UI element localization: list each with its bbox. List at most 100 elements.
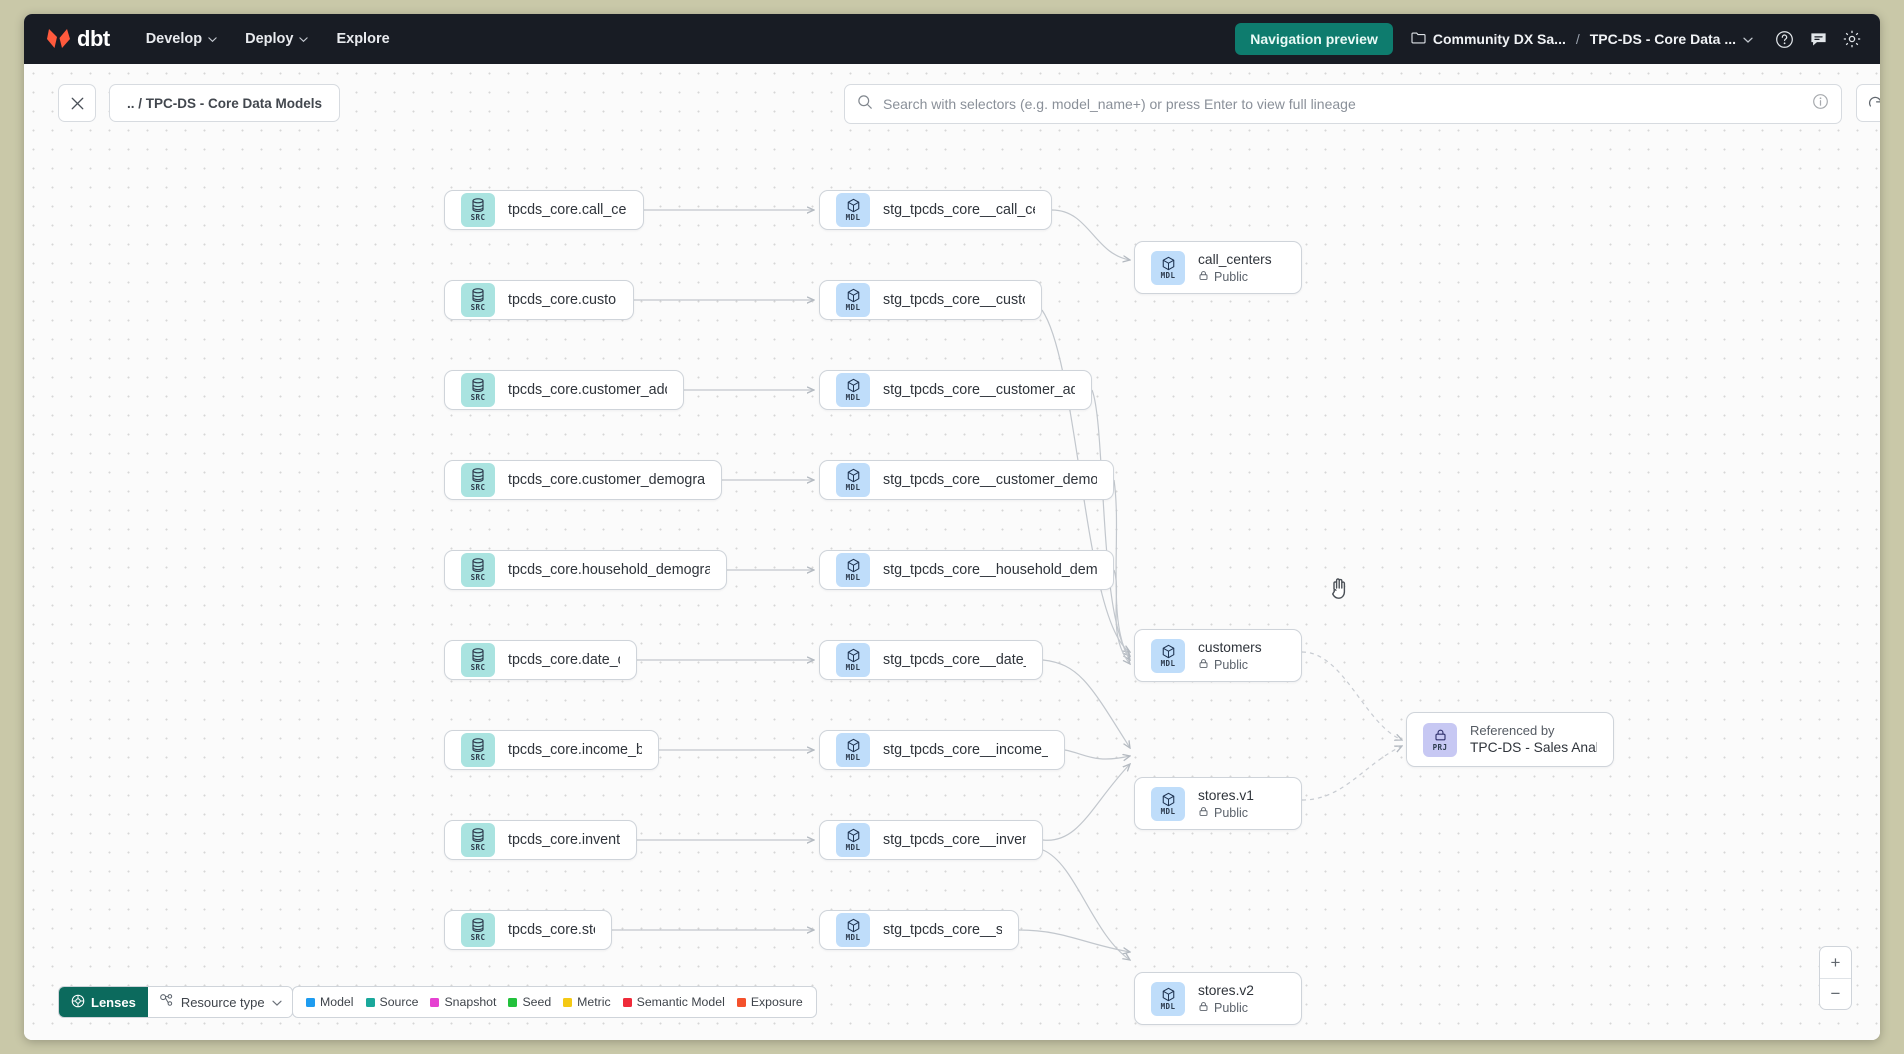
mdl-badge-icon: MDL <box>836 823 870 857</box>
lineage-node-source[interactable]: SRC tpcds_core.income_band <box>444 730 659 770</box>
node-label: stg_tpcds_core__call_center <box>883 202 1035 218</box>
node-label: stg_tpcds_core__customer_demogra… <box>883 472 1097 488</box>
resource-type-dropdown[interactable]: Resource type <box>147 987 292 1017</box>
src-badge-icon: SRC <box>461 193 495 227</box>
feedback-icon[interactable] <box>1808 29 1828 49</box>
node-label: stg_tpcds_core__inventory <box>883 832 1026 848</box>
zoom-out-button[interactable]: − <box>1820 978 1851 1009</box>
lineage-node-model[interactable]: MDLstg_tpcds_core__customer_demogra… <box>819 460 1114 500</box>
info-icon[interactable] <box>1812 93 1829 115</box>
legend-item: Source <box>365 995 418 1009</box>
gear-icon[interactable] <box>1842 29 1862 49</box>
breadcrumb-account-label: Community DX Sa... <box>1432 31 1566 47</box>
mdl-badge-icon: MDL <box>836 373 870 407</box>
node-label: stg_tpcds_core__store <box>883 922 1002 938</box>
node-access: Public <box>1198 1001 1254 1015</box>
nav-item-explore-label: Explore <box>336 31 390 47</box>
mdl-badge-icon: MDL <box>836 733 870 767</box>
mdl-badge-icon: MDL <box>836 553 870 587</box>
chevron-down-icon <box>272 998 282 1007</box>
lenses-button[interactable]: Lenses <box>59 987 148 1017</box>
lineage-node-layer: SRCtpcds_core.call_centerSRCtpcds_core.c… <box>24 64 1880 1040</box>
mdl-badge-icon: MDL <box>1151 250 1185 285</box>
nav-item-develop[interactable]: Develop <box>146 31 217 47</box>
lineage-node-model[interactable]: MDL stg_tpcds_core__inventory <box>819 820 1043 860</box>
legend-swatch <box>736 997 746 1007</box>
legend-label: Seed <box>522 995 552 1009</box>
refresh-lineage-button[interactable] <box>1856 84 1880 122</box>
lineage-node-model[interactable]: MDL stg_tpcds_core__income_band <box>819 730 1065 770</box>
legend-item: Semantic Model <box>622 995 725 1009</box>
lenses-button-label: Lenses <box>91 994 136 1010</box>
nav-item-explore[interactable]: Explore <box>336 31 389 47</box>
node-title: stores.v2 <box>1198 983 1254 998</box>
node-label: tpcds_core.income_band <box>508 742 642 758</box>
legend-swatch <box>622 997 632 1007</box>
app-window: dbt Develop Deploy Explore Navigation pr… <box>24 14 1880 1040</box>
node-label: tpcds_core.customer <box>508 292 617 308</box>
node-access-label: Public <box>1214 1001 1249 1015</box>
node-label: stg_tpcds_core__income_band <box>883 742 1048 758</box>
lenses-icon <box>71 994 85 1011</box>
node-label: tpcds_core.customer_address <box>508 382 667 398</box>
top-nav-right-cluster: Navigation preview Community DX Sa... / … <box>1235 23 1880 55</box>
legend-swatch <box>365 997 375 1007</box>
nav-item-deploy-label: Deploy <box>245 31 294 47</box>
chevron-down-icon <box>208 35 217 44</box>
legend-label: Exposure <box>750 995 803 1009</box>
lineage-node-source[interactable]: SRC tpcds_core.call_center <box>444 190 644 230</box>
folder-icon <box>1411 31 1426 47</box>
legend-label: Model <box>320 995 354 1009</box>
breadcrumb: Community DX Sa... / TPC-DS - Core Data … <box>1411 31 1753 47</box>
lineage-canvas[interactable]: .. / TPC-DS - Core Data Models SRCtpcds_… <box>24 64 1880 1040</box>
lineage-node-model[interactable]: MDLstg_tpcds_core__household_demogr… <box>819 550 1114 590</box>
node-access-label: Public <box>1214 806 1249 820</box>
node-access-label: Public <box>1214 270 1249 284</box>
mdl-badge-icon: MDL <box>836 913 870 947</box>
lineage-node-model[interactable]: MDL stg_tpcds_core__store <box>819 910 1019 950</box>
zoom-in-button[interactable]: + <box>1830 952 1841 972</box>
node-label: tpcds_core.call_center <box>508 202 627 218</box>
legend-swatch <box>563 997 573 1007</box>
node-access: Public <box>1198 270 1272 284</box>
breadcrumb-account[interactable]: Community DX Sa... <box>1411 31 1566 47</box>
dbt-logo-icon <box>46 27 72 51</box>
dbt-logo[interactable]: dbt <box>46 26 110 52</box>
src-badge-icon: SRC <box>461 823 495 857</box>
src-badge-icon: SRC <box>461 733 495 767</box>
nav-item-deploy[interactable]: Deploy <box>245 31 309 47</box>
legend-label: Semantic Model <box>636 995 725 1009</box>
node-label: tpcds_core.customer_demographics <box>508 472 705 488</box>
lineage-breadcrumb-chip[interactable]: .. / TPC-DS - Core Data Models <box>109 84 341 122</box>
help-circle-icon[interactable] <box>1774 29 1794 49</box>
referenced-project-name: TPC-DS - Sales Analytics <box>1470 740 1597 755</box>
lineage-search-bar[interactable] <box>844 84 1842 124</box>
navigation-preview-button[interactable]: Navigation preview <box>1235 23 1393 55</box>
close-lineage-button[interactable] <box>58 84 96 122</box>
primary-nav: Develop Deploy Explore <box>146 31 390 47</box>
referenced-by-label: Referenced by <box>1470 723 1555 738</box>
node-access-label: Public <box>1214 658 1249 672</box>
breadcrumb-project-label: TPC-DS - Core Data ... <box>1589 31 1736 47</box>
search-input[interactable] <box>883 96 1804 112</box>
zoom-controls: + − <box>1819 946 1852 1010</box>
breadcrumb-project[interactable]: TPC-DS - Core Data ... <box>1589 31 1753 47</box>
legend-swatch <box>306 997 315 1007</box>
src-badge-icon: SRC <box>461 553 495 587</box>
